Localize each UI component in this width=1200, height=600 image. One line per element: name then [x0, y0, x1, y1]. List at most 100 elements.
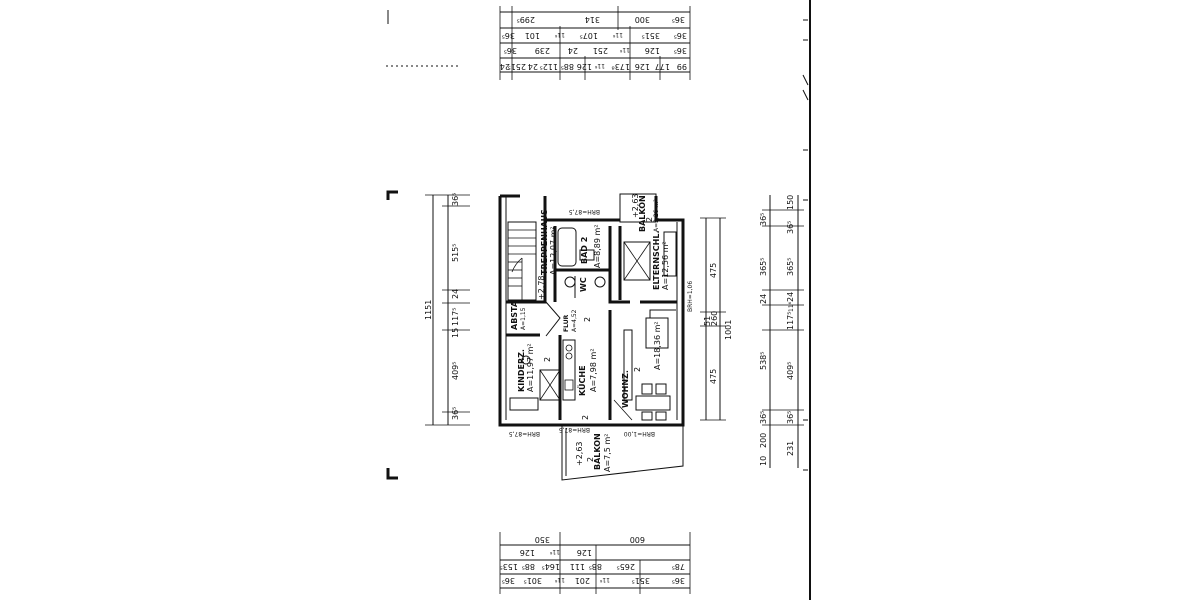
level-stair: +2,78 [537, 275, 546, 300]
dim-bottom-2-b: 11⁶ [549, 548, 560, 555]
dim-top-2-a: 36⁵ [674, 31, 687, 40]
parapet-a: BRH=87,5 [569, 208, 600, 215]
right-dimension-chains: 475 51 260 475 1001 150 36⁵ 365⁵ 24 538⁵… [700, 195, 804, 468]
margin-marks-left [386, 10, 460, 480]
dim-top-4-g: 88⁵ [561, 62, 574, 71]
dim-bottom-4-b: 301⁵ [524, 576, 542, 585]
room-balkon-top-num: 2 [645, 217, 654, 222]
dim-top-4-k: 24 [500, 62, 510, 71]
dim-top-2-c: 11⁶ [612, 31, 623, 38]
room-flur-name: FLUR [563, 314, 570, 332]
room-wohnz-name: WOHNZ. [621, 370, 630, 408]
dim-left-c: 15 [451, 328, 460, 338]
room-absta-area: A=1,15 [520, 307, 527, 330]
dim-bottom-3-f: 265⁵ [617, 562, 635, 571]
dim-right-inner-total: 1001 [724, 320, 733, 340]
room-wc-name: WC [579, 277, 588, 292]
top-dimension-chains: 36⁵ 300 314 299⁵ 36⁵ 351⁵ 11⁶ 107⁵ 11⁶ 1… [499, 6, 691, 80]
dim-top-3-f: 239 [535, 46, 550, 55]
dim-top-1-d: 299⁵ [517, 15, 535, 24]
dim-left-a: 36⁵ [451, 407, 460, 420]
dim-left-d: 117⁵ [451, 308, 460, 326]
dim-top-4-a: 99 [677, 62, 687, 71]
single-bed-child [509, 355, 561, 411]
room-elternschl-area: A=12,56 m² [661, 241, 670, 290]
dim-top-3-a: 36⁵ [674, 46, 687, 55]
dim-right-b-6: 409⁵ [786, 362, 795, 380]
dim-right-inner-c: 260 [710, 311, 719, 326]
parapet-b: BRH=87,5 [509, 430, 540, 437]
room-balkon-bottom-area: A=7,5 m² [603, 434, 612, 472]
left-dimension-chain: 36⁵ 409⁵ 15 117⁵ 24 515⁵ 36⁵ 1151 [424, 193, 470, 426]
dim-top-2-d: 107⁵ [580, 31, 598, 40]
dim-left-b: 409⁵ [451, 362, 460, 380]
dim-top-4-f: 126 [577, 62, 592, 71]
double-bed-master [623, 231, 677, 281]
margin-marks-right [802, 0, 811, 600]
dim-bottom-3-e: 88⁵ [589, 562, 602, 571]
dim-top-1-a: 36⁵ [672, 15, 685, 24]
dim-top-4-j: 251⁵ [508, 62, 526, 71]
dim-top-1-b: 300 [635, 15, 650, 24]
dim-left-f: 515⁵ [451, 244, 460, 262]
dim-top-3-d: 251 [593, 46, 608, 55]
dim-bottom-4-a: 36⁵ [502, 576, 515, 585]
dim-top-4-i: 24 [528, 62, 538, 71]
dim-right-a-8: 10 [759, 456, 768, 466]
floor-plan: TREPPENHAUS A=12,07 m² +2,78 BAD 2 A=8,8… [498, 193, 694, 481]
room-balkon-bottom-num: 2 [586, 457, 595, 462]
dim-top-3-e: 24 [568, 46, 578, 55]
dim-right-b-4: 117⁵ [786, 312, 795, 330]
room-flur-num: 2 [583, 317, 592, 322]
room-absta-name: ABSTA [510, 300, 519, 330]
dim-right-a-7: 200 [759, 433, 768, 448]
dim-top-4-c: 126 [635, 62, 650, 71]
room-kinderz-name: KINDERZ. [517, 349, 526, 392]
room-bad-area: A=8,89 m² [593, 224, 602, 268]
dim-top-2-e: 11⁶ [554, 31, 565, 38]
dim-right-b-8: 231 [786, 441, 795, 456]
level-balcony-bottom: +2,63 [575, 441, 584, 466]
dim-bottom-2-a: 126 [520, 548, 535, 557]
dim-right-a-1: 150 [786, 195, 795, 210]
dim-top-4-b: 177 [655, 62, 670, 71]
dim-right-b-1: 36⁵ [786, 221, 795, 234]
dim-right-inner-b: 51 [703, 316, 712, 326]
dim-bottom-3-g: 78⁵ [672, 562, 685, 571]
dim-bottom-3-a: 153⁵ [500, 562, 518, 571]
staircase [507, 221, 537, 301]
level-balcony-top: +2,63 [631, 193, 640, 218]
room-balkon-top-name: BALKON [638, 195, 647, 232]
dim-right-b-5: 11⁶ [788, 301, 795, 312]
bath-fixtures [557, 227, 606, 298]
dim-top-2-f: 101 [525, 31, 540, 40]
dim-left-g: 36⁵ [451, 193, 460, 206]
dim-bottom-4-d: 201 [575, 576, 590, 585]
room-kueche-name: KÜCHE [577, 365, 587, 396]
parapet-e: BRH=1,06 [687, 281, 694, 312]
dim-right-inner-a: 475 [709, 263, 718, 278]
room-elternschl-name: ELTERNSCHL. [652, 231, 661, 290]
dim-top-2-b: 351⁵ [642, 31, 660, 40]
dim-top-4-h: 112⁵ [540, 62, 558, 71]
room-balkon-top-area: A=2,26 m² [653, 199, 660, 232]
dim-right-a-2: 36⁵ [759, 213, 768, 226]
dim-top-3-g: 36⁵ [504, 46, 517, 55]
dim-top-4-e: 11⁶ [594, 62, 605, 69]
dim-top-1-c: 314 [585, 15, 600, 24]
dim-bottom-2-c: 126 [577, 548, 592, 557]
kitchen-fixtures [562, 339, 576, 401]
dim-top-4-d: 173⁸ [612, 62, 630, 71]
dim-right-b-2: 365⁵ [786, 258, 795, 276]
room-kinderz-area: A=11,97 m² [526, 343, 535, 392]
dim-right-a-5: 538⁵ [759, 352, 768, 370]
room-wohnz-area: A=18,36 m² [653, 321, 662, 370]
dim-left-e: 24 [451, 289, 460, 299]
bottom-dimension-chains: 350 600 126 11⁶ 126 153⁵ 88⁵ 164⁵ 111 88… [500, 532, 691, 594]
room-kinderz-num: 2 [543, 357, 552, 362]
dim-bottom-4-g: 36⁵ [672, 576, 685, 585]
dim-right-b-3: 24 [786, 292, 795, 302]
dim-bottom-4-f: 351⁵ [632, 576, 650, 585]
dim-bottom-3-b: 88⁵ [522, 562, 535, 571]
room-treppenhaus-area: A=12,07 m² [549, 226, 558, 275]
